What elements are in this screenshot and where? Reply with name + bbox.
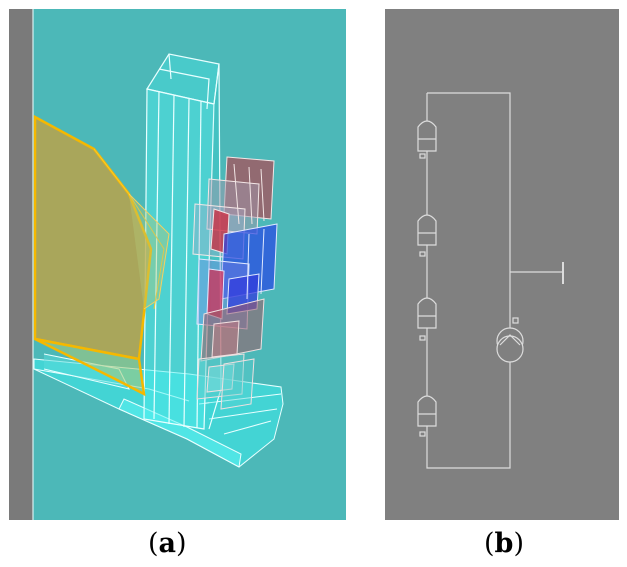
current-source-icon: [496, 317, 524, 363]
lower-box-stack: [196, 298, 265, 410]
panel-a-3d-model: [9, 9, 346, 520]
cell-2: [417, 214, 437, 257]
circuit-background: [385, 9, 619, 520]
caption-panel-b: (b): [484, 528, 524, 559]
cell-1: [417, 120, 437, 159]
caption-panel-a: (a): [148, 528, 187, 559]
cell-4: [417, 395, 437, 437]
panel-b-circuit: [385, 9, 619, 520]
wireframe-model-svg: [9, 9, 346, 520]
cell-3: [417, 297, 437, 341]
yellow-shape: [33, 114, 170, 397]
central-column: [143, 53, 222, 430]
left-wall-strip: [9, 9, 33, 520]
circuit-svg: [385, 9, 619, 520]
circuit-loop-wire: [426, 92, 511, 469]
